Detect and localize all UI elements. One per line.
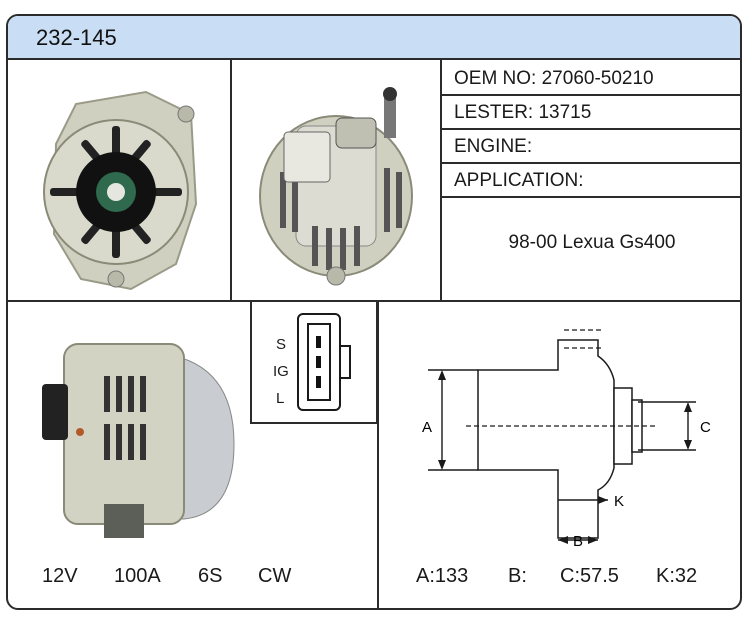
divider	[230, 60, 232, 302]
spec-pulley: 6S	[198, 565, 223, 587]
dim-label-c: C	[700, 419, 711, 436]
alternator-front-photo	[43, 90, 198, 291]
alternator-side-photo	[42, 343, 235, 538]
spec-amperage: 100A	[114, 565, 161, 587]
dim-label-b: B	[573, 533, 583, 550]
connector-plug-icon	[297, 313, 351, 411]
application-value: 98-00 Lexua Gs400	[508, 232, 676, 253]
divider	[440, 60, 442, 302]
pin-label-ig: IG	[273, 363, 289, 380]
header-bar: 232-145	[8, 16, 740, 60]
dim-label-a: A	[422, 419, 432, 436]
alternator-rear-photo	[259, 87, 413, 286]
divider	[442, 162, 740, 164]
dim-label-k: K	[614, 493, 624, 510]
spec-rotation: CW	[258, 565, 292, 587]
divider	[442, 94, 740, 96]
divider	[377, 300, 379, 608]
pin-label-l: L	[276, 390, 285, 407]
dim-value-b: B:	[508, 565, 527, 587]
dim-value-k: K:32	[656, 565, 698, 587]
pin-label-s: S	[276, 336, 287, 353]
part-number: 232-145	[36, 25, 117, 50]
divider	[442, 196, 740, 198]
engine-label: ENGINE:	[454, 136, 533, 157]
lester-number: LESTER: 13715	[454, 102, 592, 123]
dim-value-a: A:133	[416, 565, 469, 587]
dimension-drawing: A C B K	[422, 329, 711, 550]
spec-voltage: 12V	[42, 565, 78, 587]
oem-number: OEM NO: 27060-50210	[454, 68, 654, 89]
connector-box	[250, 300, 378, 424]
divider	[8, 300, 740, 302]
divider	[442, 128, 740, 130]
dim-value-c: C:57.5	[560, 565, 619, 587]
application-label: APPLICATION:	[454, 170, 584, 191]
product-card: 232-145 OEM NO: 27060-50210 LESTER: 1371…	[6, 14, 742, 610]
